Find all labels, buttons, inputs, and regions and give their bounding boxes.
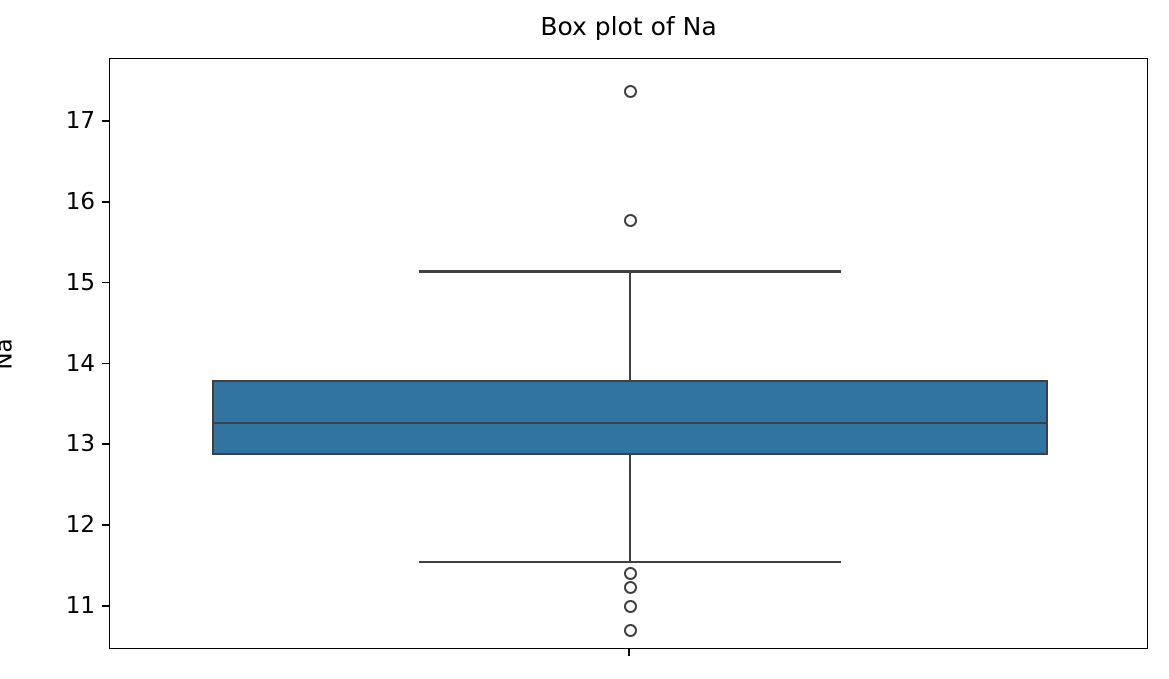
x-axis-tick bbox=[628, 649, 630, 656]
median-line bbox=[211, 421, 1049, 424]
whisker-lower-line bbox=[628, 454, 632, 562]
y-tick-label: 14 bbox=[65, 350, 95, 377]
box-iqr bbox=[211, 379, 1049, 455]
y-tick-mark bbox=[102, 281, 109, 284]
y-axis-label: Na bbox=[0, 338, 18, 370]
plot-axes-frame bbox=[109, 58, 1148, 649]
y-tick-label: 15 bbox=[65, 269, 95, 296]
y-tick-mark bbox=[102, 120, 109, 122]
whisker-upper-line bbox=[628, 271, 632, 380]
y-tick-mark bbox=[102, 443, 109, 446]
y-tick-label: 11 bbox=[65, 593, 95, 620]
outlier-point bbox=[623, 581, 637, 595]
y-tick-mark bbox=[102, 362, 109, 365]
chart-title: Box plot of Na bbox=[540, 12, 717, 41]
y-tick-label: 16 bbox=[65, 188, 95, 215]
y-tick-label: 17 bbox=[65, 108, 95, 135]
y-tick-label: 12 bbox=[65, 512, 95, 539]
outlier-point bbox=[623, 623, 637, 637]
outlier-point bbox=[623, 85, 637, 99]
y-tick-label: 13 bbox=[65, 431, 95, 458]
outlier-point bbox=[623, 214, 637, 227]
y-tick-mark bbox=[102, 200, 109, 203]
whisker-cap-lower bbox=[418, 560, 842, 563]
y-tick-mark bbox=[102, 605, 109, 607]
outlier-point bbox=[623, 566, 637, 580]
plot-area bbox=[109, 58, 1148, 649]
y-tick-mark bbox=[102, 524, 109, 526]
outlier-point bbox=[623, 599, 637, 613]
whisker-cap-upper bbox=[418, 270, 842, 273]
